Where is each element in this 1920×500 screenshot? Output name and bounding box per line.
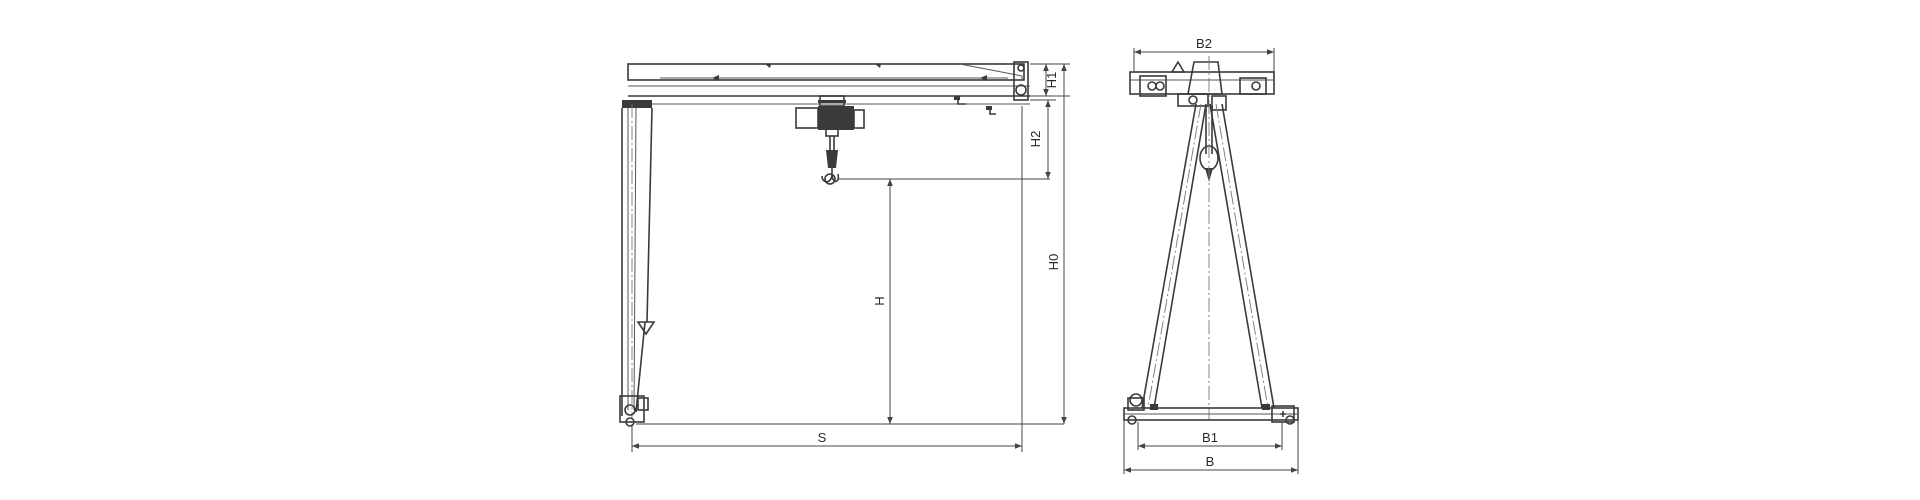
hook-clearance-label: H2 bbox=[1028, 131, 1043, 148]
end-view: B2 B1 B bbox=[1123, 36, 1299, 474]
hook-clearance-dimension: H2 bbox=[1028, 99, 1056, 179]
a-frame-legs bbox=[1141, 56, 1275, 420]
beam-height-label: H1 bbox=[1044, 72, 1059, 89]
total-height-label: H0 bbox=[1046, 254, 1061, 271]
electric-hoist bbox=[795, 95, 865, 185]
main-girder bbox=[627, 61, 1030, 115]
total-height-dimension: H0 bbox=[1030, 63, 1070, 424]
side-view: S H H0 H1 H2 bbox=[619, 61, 1070, 452]
lift-height-dimension: H bbox=[636, 178, 1064, 425]
left-leg bbox=[619, 100, 656, 427]
beam-height-dimension: H1 bbox=[1030, 64, 1070, 97]
end-view-base bbox=[1123, 393, 1299, 425]
span-dimension: S bbox=[631, 106, 1023, 452]
inner-base-width-label: B1 bbox=[1202, 430, 1218, 445]
base-width-dimension: B bbox=[1123, 420, 1299, 474]
top-width-dimension: B2 bbox=[1133, 36, 1275, 72]
span-label: S bbox=[818, 430, 827, 445]
base-width-label: B bbox=[1206, 454, 1215, 469]
end-view-top bbox=[1129, 60, 1275, 111]
inner-base-width-dimension: B1 bbox=[1137, 422, 1283, 450]
top-width-label: B2 bbox=[1196, 36, 1212, 51]
lift-height-label: H bbox=[872, 296, 887, 305]
